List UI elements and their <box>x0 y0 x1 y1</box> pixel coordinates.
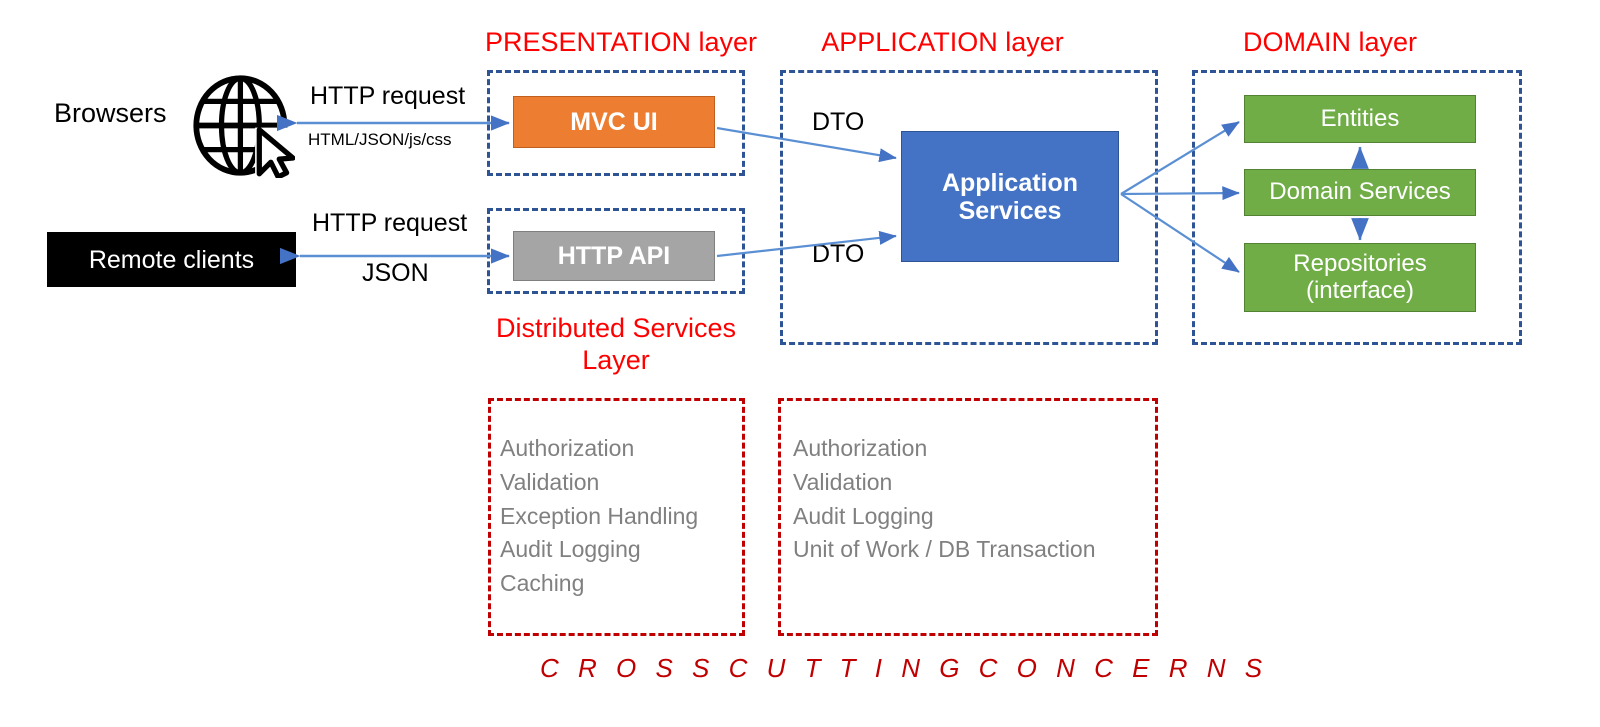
application-concerns-list: Authorization Validation Audit Logging U… <box>793 432 1096 567</box>
application-services-line1: Application <box>941 168 1079 197</box>
domain-services-box: Domain Services <box>1244 169 1476 216</box>
presentation-concerns-list: Authorization Validation Exception Handl… <box>500 432 698 601</box>
application-services-line2: Services <box>958 196 1062 225</box>
presentation-layer-title: PRESENTATION layer <box>485 27 758 57</box>
repositories-line2: (interface) <box>1305 276 1415 304</box>
remote-clients-box: Remote clients <box>47 232 296 287</box>
repositories-line1: Repositories <box>1293 249 1427 277</box>
list-item: Validation <box>500 468 600 495</box>
http-api-box: HTTP API <box>513 231 715 281</box>
presentation-cross-cutting-box <box>488 398 745 636</box>
browser-request-label: HTTP request <box>310 82 466 110</box>
mvc-ui-box: MVC UI <box>513 96 715 148</box>
dto-top-label: DTO <box>812 108 865 136</box>
distributed-services-line2: Layer <box>582 345 650 376</box>
distributed-services-line1: Distributed Services <box>495 313 737 343</box>
list-item: Validation <box>793 468 893 495</box>
list-item: Audit Logging <box>500 536 641 563</box>
application-services-box: Application Services <box>901 131 1119 262</box>
repositories-box: Repositories (interface) <box>1244 243 1476 312</box>
list-item: Exception Handling <box>500 502 699 529</box>
list-item: Authorization <box>500 435 635 461</box>
distributed-services-layer-title: Distributed Services Layer <box>480 312 752 377</box>
domain-layer-title: DOMAIN layer <box>1242 27 1418 57</box>
dto-bottom-label: DTO <box>812 240 865 268</box>
application-cross-cutting-box <box>778 398 1158 636</box>
list-item: Unit of Work / DB Transaction <box>793 536 1096 563</box>
application-layer-title: APPLICATION layer <box>821 27 1064 57</box>
cross-cutting-concerns-footer: C R O S S C U T T I N G C O N C E R N S <box>540 653 1269 683</box>
list-item: Caching <box>500 570 585 597</box>
browser-response-label: HTML/JSON/js/css <box>308 130 452 149</box>
remote-request-label: HTTP request <box>312 209 468 237</box>
list-item: Authorization <box>793 435 928 461</box>
entities-box: Entities <box>1244 95 1476 143</box>
globe-cursor-icon <box>190 73 296 180</box>
browsers-label: Browsers <box>54 98 167 128</box>
remote-response-label: JSON <box>362 259 429 287</box>
list-item: Audit Logging <box>793 502 934 529</box>
